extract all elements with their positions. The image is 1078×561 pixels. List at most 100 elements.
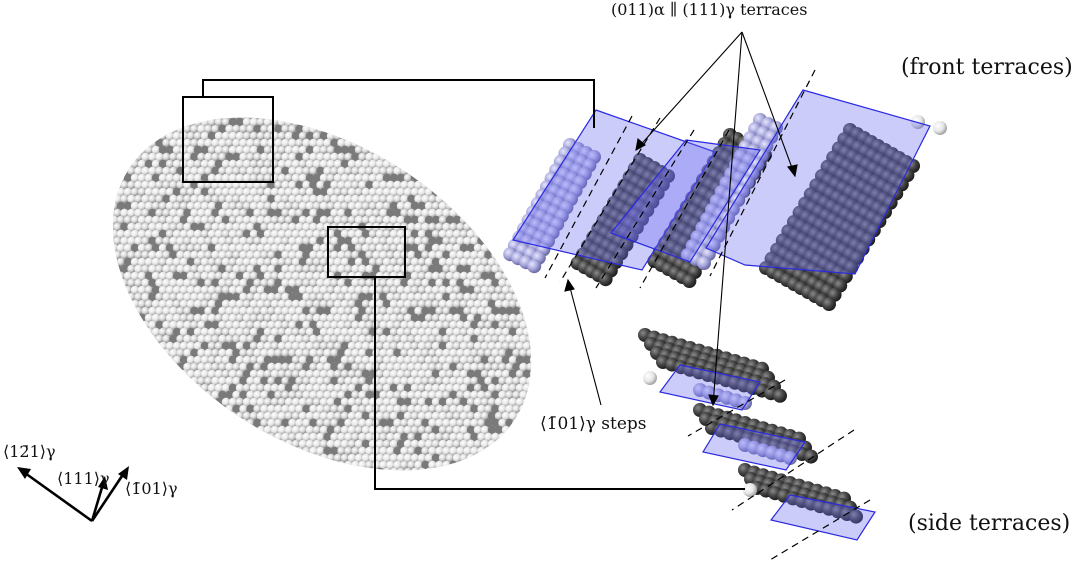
atom xyxy=(319,257,329,267)
atom xyxy=(596,97,604,105)
atom xyxy=(134,418,143,428)
atom xyxy=(596,433,604,441)
atom xyxy=(102,453,112,463)
atom xyxy=(256,201,266,211)
atom xyxy=(207,355,217,365)
atom xyxy=(85,138,94,148)
atom xyxy=(309,264,318,274)
atom xyxy=(274,264,283,274)
atom xyxy=(442,376,451,386)
atom xyxy=(522,369,532,379)
atom xyxy=(193,495,203,505)
atom xyxy=(221,285,231,295)
atom xyxy=(477,418,486,428)
atom xyxy=(106,446,115,456)
atom xyxy=(172,215,182,225)
atom xyxy=(183,250,192,260)
atom xyxy=(78,166,87,176)
atom xyxy=(172,201,182,211)
atom xyxy=(204,264,213,274)
atom xyxy=(218,488,227,498)
atom xyxy=(452,439,462,449)
atom xyxy=(421,250,430,260)
atom xyxy=(431,453,441,463)
atom xyxy=(442,404,451,414)
atom xyxy=(396,229,406,239)
atom xyxy=(312,327,322,337)
atom xyxy=(92,152,101,162)
atom xyxy=(498,446,507,456)
atom xyxy=(200,229,210,239)
atom xyxy=(403,187,413,197)
atom xyxy=(575,278,584,288)
atom xyxy=(424,89,434,99)
atom xyxy=(568,110,577,120)
atom xyxy=(60,271,70,281)
atom xyxy=(445,397,455,407)
atom xyxy=(60,341,70,351)
atom xyxy=(337,250,346,260)
atom xyxy=(568,460,577,470)
atom xyxy=(424,257,434,267)
atom xyxy=(386,502,395,512)
atom xyxy=(582,376,591,386)
atom xyxy=(540,488,549,498)
atom xyxy=(158,285,168,295)
atom xyxy=(452,215,462,225)
atom xyxy=(260,152,269,162)
atom xyxy=(522,103,532,113)
atom xyxy=(379,390,388,400)
atom xyxy=(67,327,77,337)
atom xyxy=(340,383,350,393)
atom xyxy=(421,138,430,148)
atom xyxy=(130,509,140,519)
atom xyxy=(487,285,497,295)
atom xyxy=(501,103,511,113)
atom xyxy=(400,446,409,456)
atom xyxy=(466,229,476,239)
atom xyxy=(193,145,203,155)
atom xyxy=(172,425,182,435)
atom xyxy=(312,341,322,351)
atom xyxy=(246,348,255,358)
atom xyxy=(386,334,395,344)
atom xyxy=(375,201,385,211)
atom xyxy=(529,117,539,127)
atom xyxy=(379,96,388,106)
atom xyxy=(309,236,318,246)
atom xyxy=(162,320,171,330)
atom xyxy=(309,292,318,302)
atom xyxy=(95,257,105,267)
atom xyxy=(228,467,238,477)
atom xyxy=(256,271,266,281)
atom xyxy=(277,439,287,449)
atom xyxy=(141,138,150,148)
atom xyxy=(155,278,164,288)
atom xyxy=(571,453,581,463)
atom xyxy=(95,439,105,449)
atom xyxy=(575,292,584,302)
atom xyxy=(319,411,329,421)
atom xyxy=(71,418,80,428)
atom xyxy=(85,320,94,330)
atom xyxy=(211,320,220,330)
atom xyxy=(204,362,213,372)
atom xyxy=(463,502,472,512)
atom xyxy=(165,397,175,407)
atom xyxy=(466,215,476,225)
atom xyxy=(281,264,290,274)
atom xyxy=(540,292,549,302)
atom xyxy=(459,89,469,99)
atom xyxy=(428,502,437,512)
atom xyxy=(470,124,479,134)
atom xyxy=(78,236,87,246)
atom xyxy=(186,243,196,253)
atom xyxy=(414,166,423,176)
atom xyxy=(512,264,521,274)
atom xyxy=(151,89,161,99)
atom xyxy=(67,439,77,449)
atom xyxy=(57,110,66,120)
atom xyxy=(197,250,206,260)
atom xyxy=(214,313,224,323)
atom xyxy=(200,187,210,197)
